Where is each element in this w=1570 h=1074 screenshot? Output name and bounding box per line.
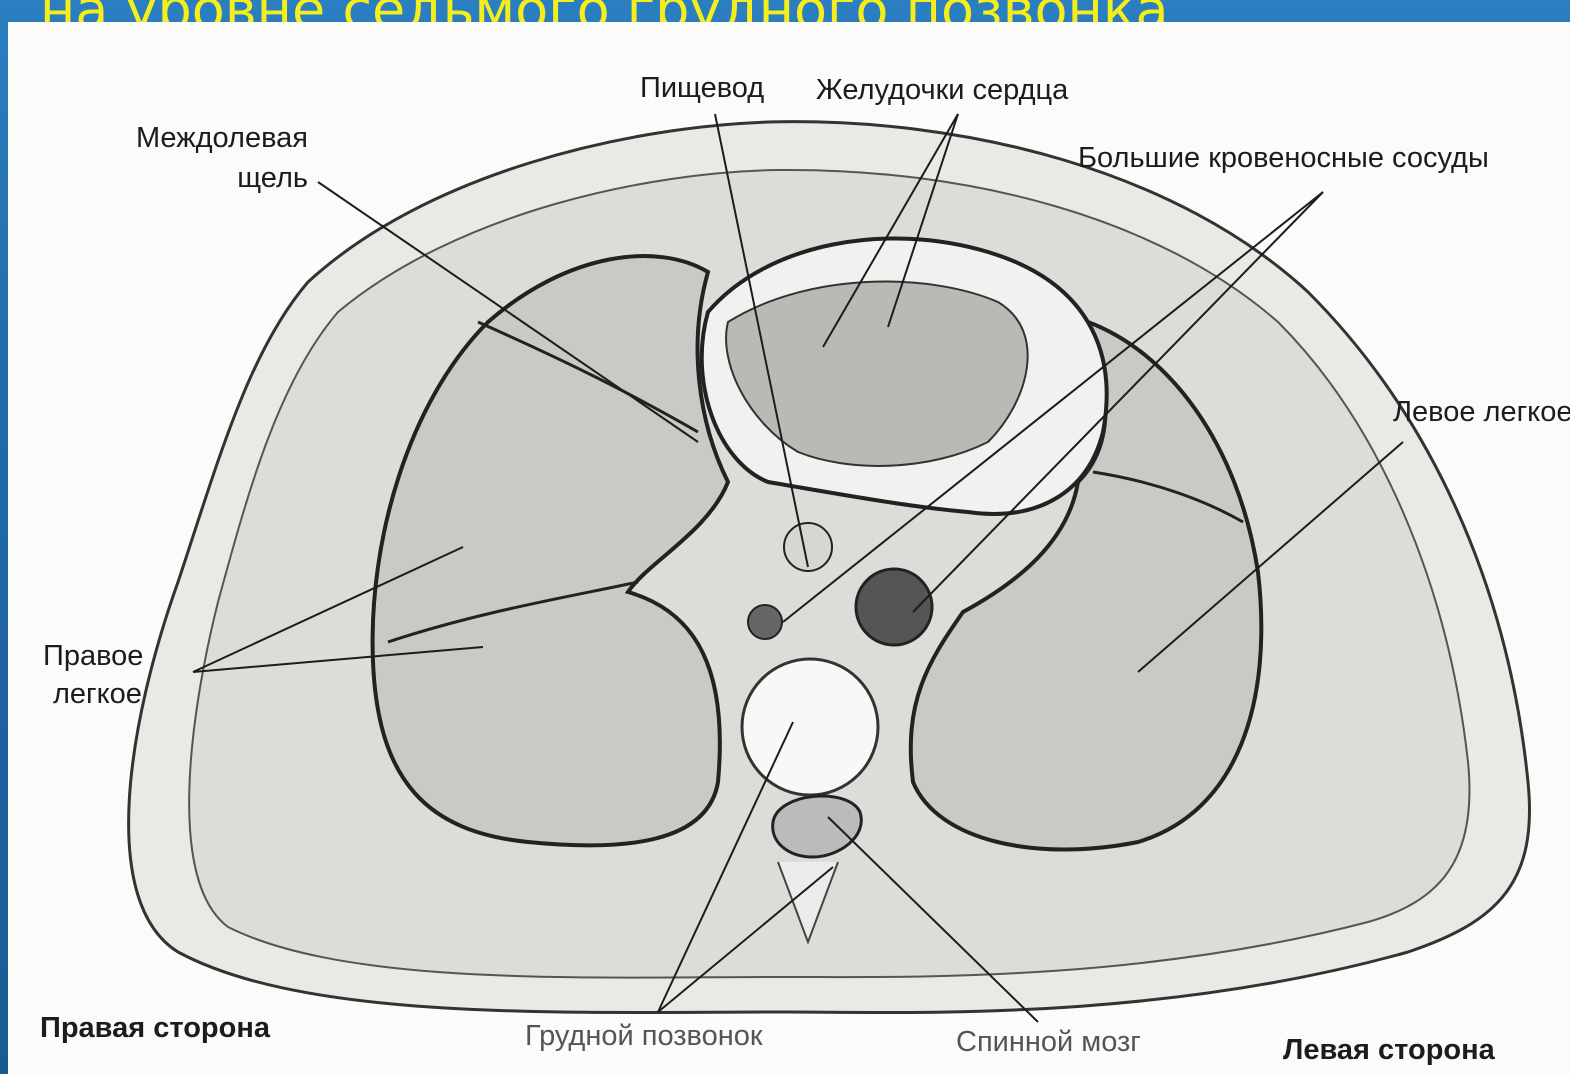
- esophagus-label: Пищевод: [640, 70, 764, 106]
- interlobar-fissure-label-line1: Междолевая: [103, 120, 308, 156]
- right-lung-label-line1: Правое: [43, 638, 143, 674]
- heart-ventricles-label: Желудочки сердца: [816, 72, 1068, 108]
- anatomy-figure: Пищевод Желудочки сердца Междолевая щель…: [8, 22, 1570, 1074]
- right-side-label: Правая сторона: [40, 1010, 270, 1046]
- descending-aorta: [856, 569, 932, 645]
- right-lung-label-line2: легкое: [53, 676, 142, 712]
- vertebral-body: [742, 659, 878, 795]
- left-lung-label: Левое легкое: [1393, 394, 1570, 430]
- azygos-vein: [748, 605, 782, 639]
- spinal-cord-label: Спинной мозг: [956, 1024, 1141, 1060]
- interlobar-fissure-label-line2: щель: [103, 160, 308, 196]
- great-vessels-label: Большие кровеносные сосуды: [1078, 140, 1558, 176]
- left-side-label: Левая сторона: [1283, 1032, 1495, 1068]
- thoracic-vertebra-label: Грудной позвонок: [525, 1018, 763, 1054]
